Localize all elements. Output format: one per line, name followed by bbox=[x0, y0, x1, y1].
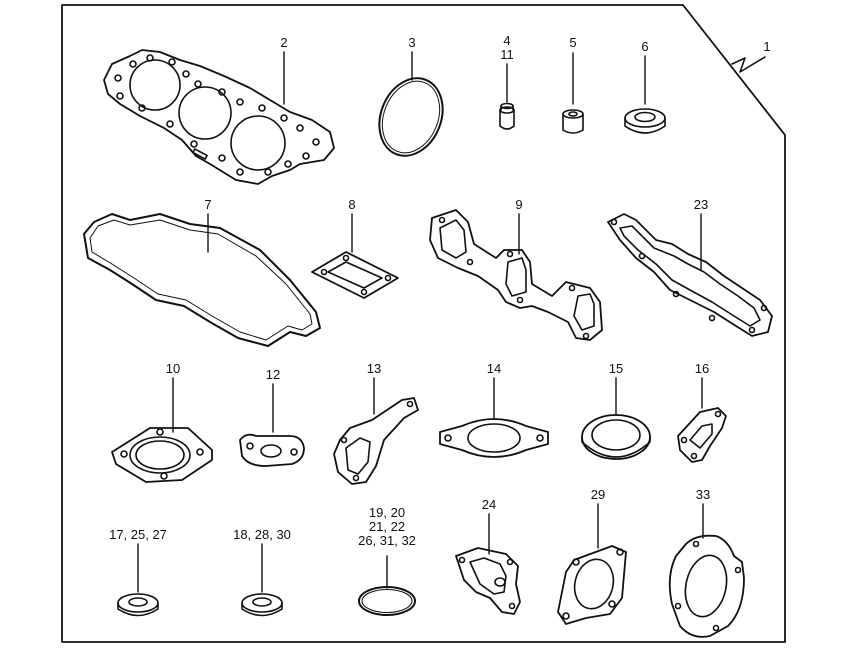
callout-label-5: 5 bbox=[569, 35, 577, 50]
manifold-gasket bbox=[430, 210, 602, 340]
callout-label-17: 17, 25, 27 bbox=[109, 527, 167, 542]
callout-label-12: 12 bbox=[265, 367, 281, 382]
callout-label-15: 15 bbox=[608, 361, 624, 376]
o-ring-small bbox=[359, 587, 415, 615]
exhaust-manifold-gasket bbox=[608, 214, 772, 336]
callout-label-24: 24 bbox=[481, 497, 497, 512]
washer-seal bbox=[625, 109, 665, 133]
leader-lines bbox=[137, 51, 704, 593]
callout-label-8: 8 bbox=[348, 197, 356, 212]
oval-flange-gasket bbox=[440, 419, 548, 457]
kit-frame bbox=[61, 4, 786, 643]
sealing-washer-a bbox=[118, 594, 158, 616]
callout-1-leader bbox=[731, 56, 766, 73]
callout-label-29: 29 bbox=[590, 487, 606, 502]
flange-gasket-round bbox=[112, 428, 212, 482]
callout-label-10: 10 bbox=[165, 361, 181, 376]
callout-label-3: 3 bbox=[408, 35, 416, 50]
head-cover-gasket bbox=[84, 214, 320, 346]
round-gasket bbox=[582, 415, 650, 459]
callout-label-33: 33 bbox=[695, 487, 711, 502]
callout-label-1: 1 bbox=[763, 39, 771, 54]
square-gasket bbox=[312, 252, 398, 298]
callout-label-16: 16 bbox=[694, 361, 710, 376]
callout-label-13: 13 bbox=[366, 361, 382, 376]
small-flange-gasket bbox=[240, 435, 304, 466]
valve-stem-seal bbox=[500, 104, 514, 130]
callout-label-18: 18, 28, 30 bbox=[233, 527, 291, 542]
o-ring-large bbox=[368, 69, 454, 166]
square-flange-gasket bbox=[558, 546, 626, 624]
callout-label-23: 23 bbox=[693, 197, 709, 212]
callout-label-9: 9 bbox=[515, 197, 523, 212]
cylinder-head-gasket bbox=[104, 50, 334, 184]
sleeve-bushing bbox=[563, 110, 583, 133]
oval-plate-gasket bbox=[670, 536, 744, 637]
callout-label-14: 14 bbox=[486, 361, 502, 376]
callout-label-6: 6 bbox=[641, 39, 649, 54]
sealing-washer-b bbox=[242, 594, 282, 616]
bracket-gasket bbox=[334, 398, 418, 484]
cover-gasket bbox=[456, 548, 520, 614]
callout-label-7: 7 bbox=[204, 197, 212, 212]
small-bracket-gasket bbox=[678, 408, 726, 462]
callout-label-2: 2 bbox=[280, 35, 288, 50]
